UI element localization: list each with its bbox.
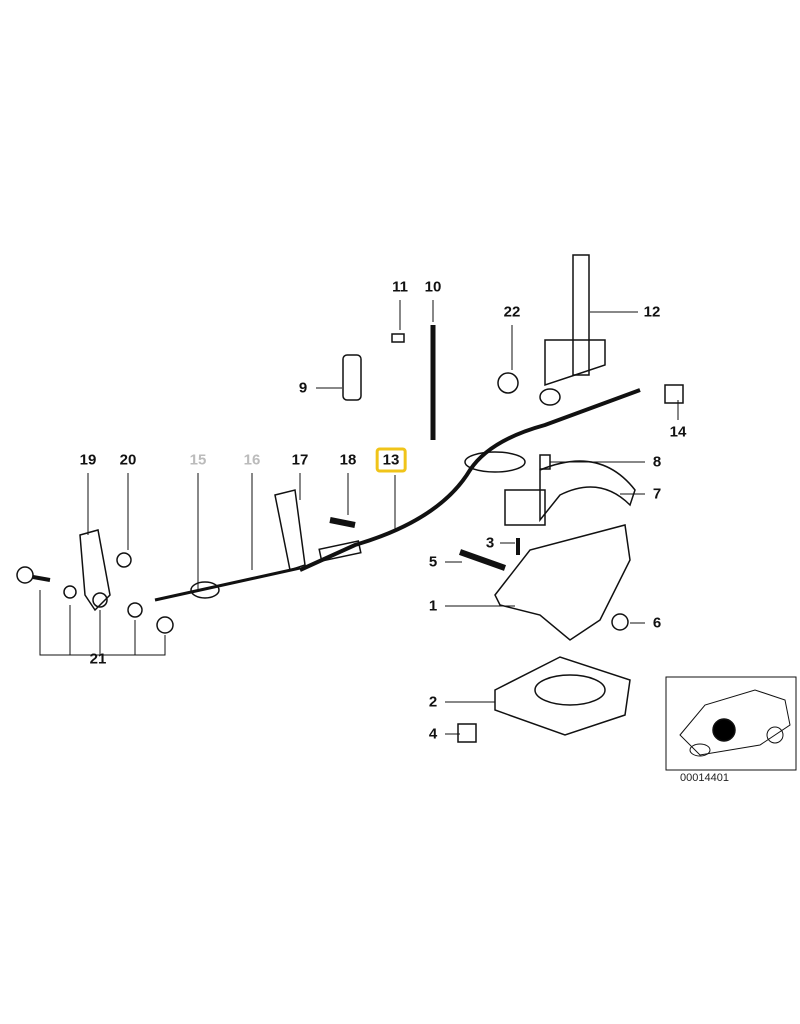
callout-20[interactable]: 20 [119, 451, 137, 469]
leader-lines [39, 300, 679, 735]
part-5-bolt [458, 549, 507, 571]
callout-22[interactable]: 22 [503, 303, 521, 321]
callout-3[interactable]: 3 [485, 534, 495, 552]
part-14-clip [664, 384, 684, 404]
part-17-bracket [274, 489, 306, 571]
callout-2[interactable]: 2 [428, 693, 438, 711]
part-1-housing [494, 524, 631, 641]
callout-8[interactable]: 8 [652, 453, 662, 471]
part-12-shift-lever [539, 254, 606, 406]
vehicle-locator-thumbnail [665, 676, 797, 771]
callout-11[interactable]: 11 [392, 278, 408, 296]
callout-14[interactable]: 14 [669, 423, 687, 441]
callout-1[interactable]: 1 [428, 597, 438, 615]
callout-13[interactable]: 13 [375, 447, 407, 473]
callout-18[interactable]: 18 [339, 451, 357, 469]
location-marker-icon [712, 718, 736, 742]
part-15-16-cable-end [154, 566, 301, 602]
callout-10[interactable]: 10 [424, 278, 442, 296]
reference-number: 00014401 [680, 772, 729, 784]
callout-12[interactable]: 12 [643, 303, 661, 321]
part-20-nut [116, 552, 132, 568]
part-18-bolt [329, 517, 356, 528]
callout-4[interactable]: 4 [428, 725, 438, 743]
part-21-hardware [16, 566, 174, 634]
part-4-clip [457, 723, 477, 743]
part-11-screw [391, 333, 405, 343]
part-13-cable [299, 388, 641, 572]
callout-5[interactable]: 5 [428, 553, 438, 571]
callout-9[interactable]: 9 [298, 379, 308, 397]
part-7-cover [464, 451, 636, 526]
part-2-plate [494, 656, 631, 736]
callout-17[interactable]: 17 [291, 451, 309, 469]
callout-16[interactable]: 16 [243, 451, 261, 469]
part-8-screw [539, 454, 551, 470]
callout-7[interactable]: 7 [652, 485, 662, 503]
part-6-washer [611, 613, 629, 631]
callout-6[interactable]: 6 [652, 614, 662, 632]
callout-19[interactable]: 19 [79, 451, 97, 469]
part-19-lever [79, 529, 111, 612]
callout-21[interactable]: 21 [89, 650, 107, 668]
part-9-sleeve [342, 354, 362, 401]
callout-15[interactable]: 15 [189, 451, 207, 469]
part-22-ring [497, 372, 519, 394]
